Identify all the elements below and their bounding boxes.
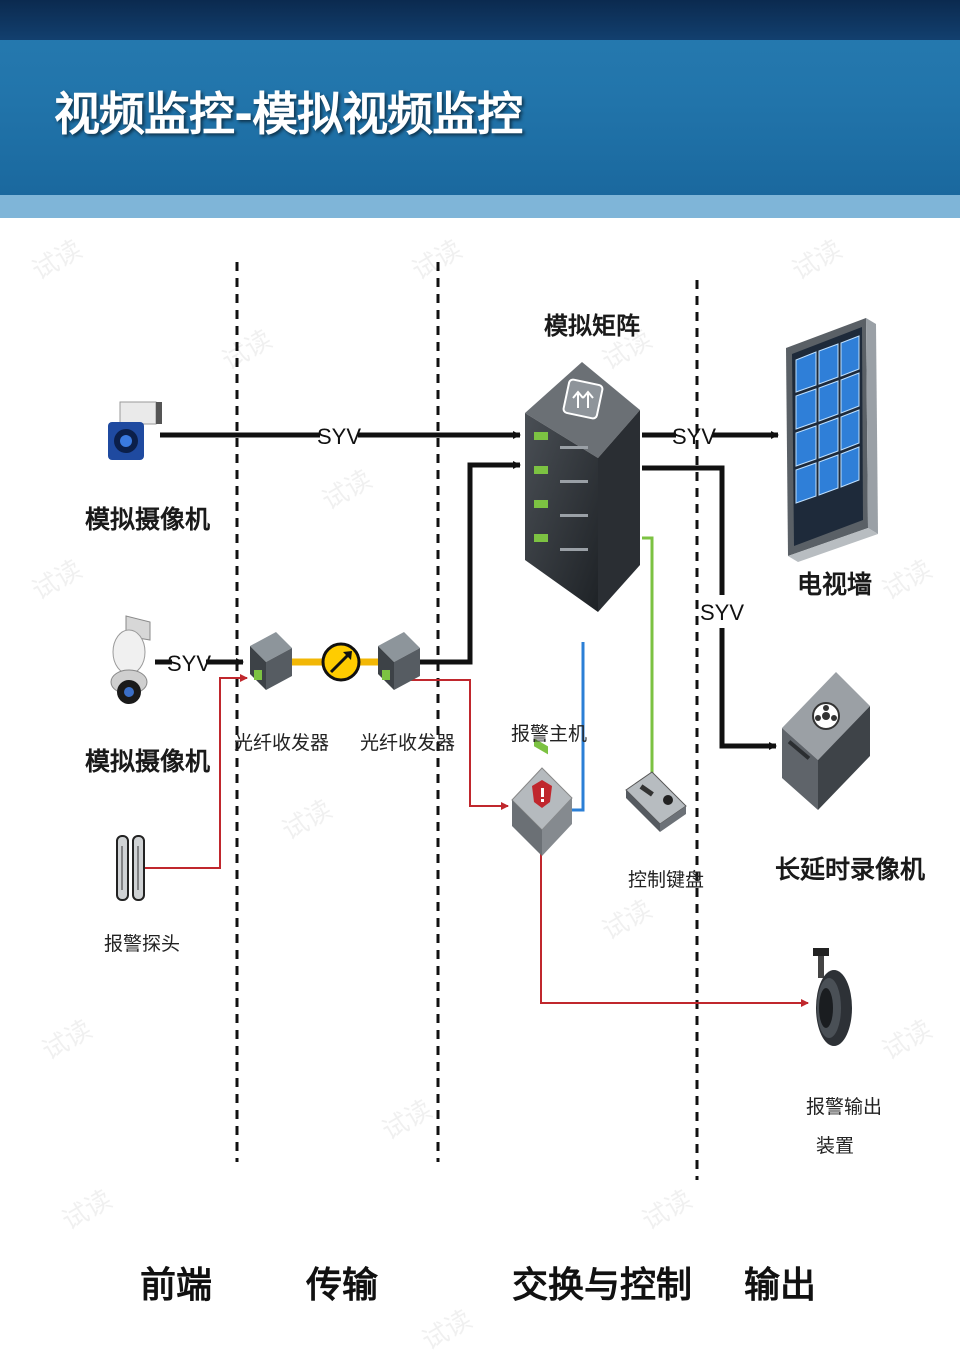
keyboard-link: [642, 536, 654, 776]
control-keyboard-icon: [625, 771, 687, 832]
label-alarm-probe: 报警探头: [104, 933, 181, 955]
video-cables: [155, 435, 778, 746]
header-bottom-strip: [0, 195, 960, 218]
analog-matrix-icon: [525, 362, 640, 755]
alarm-host-icon: [511, 767, 573, 856]
column-title-frontend: 前端: [140, 1265, 213, 1306]
surveillance-diagram: SYV SYV SYV SYV: [108, 262, 878, 1180]
siren-icon: [813, 948, 852, 1046]
label-alarm-host: 报警主机: [511, 723, 588, 745]
label-fiber-rx: 光纤收发器: [360, 732, 456, 754]
label-alarm-output-2: 装置: [816, 1135, 855, 1157]
alarm-probe-icon: [116, 835, 145, 901]
fiber-transceiver-tx-icon: [250, 632, 292, 690]
cable-label-recorder: SYV: [700, 600, 744, 625]
header-banner: 视频监控-模拟视频监控: [0, 0, 960, 218]
box-camera-icon: [108, 401, 162, 460]
column-title-output: 输出: [744, 1265, 817, 1306]
column-title-transmission: 传输: [306, 1265, 379, 1306]
label-keyboard: 控制键盘: [628, 869, 705, 891]
cable-label-cam2: SYV: [167, 651, 211, 676]
column-title-switching: 交换与控制: [512, 1265, 693, 1306]
label-recorder: 长延时录像机: [775, 855, 926, 884]
column-dividers: [235, 262, 699, 1180]
label-matrix: 模拟矩阵: [544, 312, 640, 340]
label-alarm-output-1: 报警输出: [806, 1096, 883, 1118]
label-tv-wall: 电视墙: [797, 570, 873, 599]
alarm-cables: [145, 674, 809, 1007]
tv-wall-icon: [786, 318, 878, 562]
label-fiber-tx: 光纤收发器: [234, 732, 330, 754]
label-camera-1: 模拟摄像机: [85, 505, 211, 534]
cable-label-tvwall: SYV: [672, 424, 716, 449]
fiber-transceiver-rx-icon: [378, 632, 420, 690]
cable-label-cam1: SYV: [317, 424, 361, 449]
header-band: [0, 40, 960, 195]
dome-camera-icon: [110, 615, 151, 704]
video-recorder-icon: [782, 672, 870, 810]
page-title: 视频监控-模拟视频监控: [54, 87, 523, 141]
label-camera-2: 模拟摄像机: [85, 747, 211, 776]
fiber-optic-icon: [321, 642, 361, 682]
